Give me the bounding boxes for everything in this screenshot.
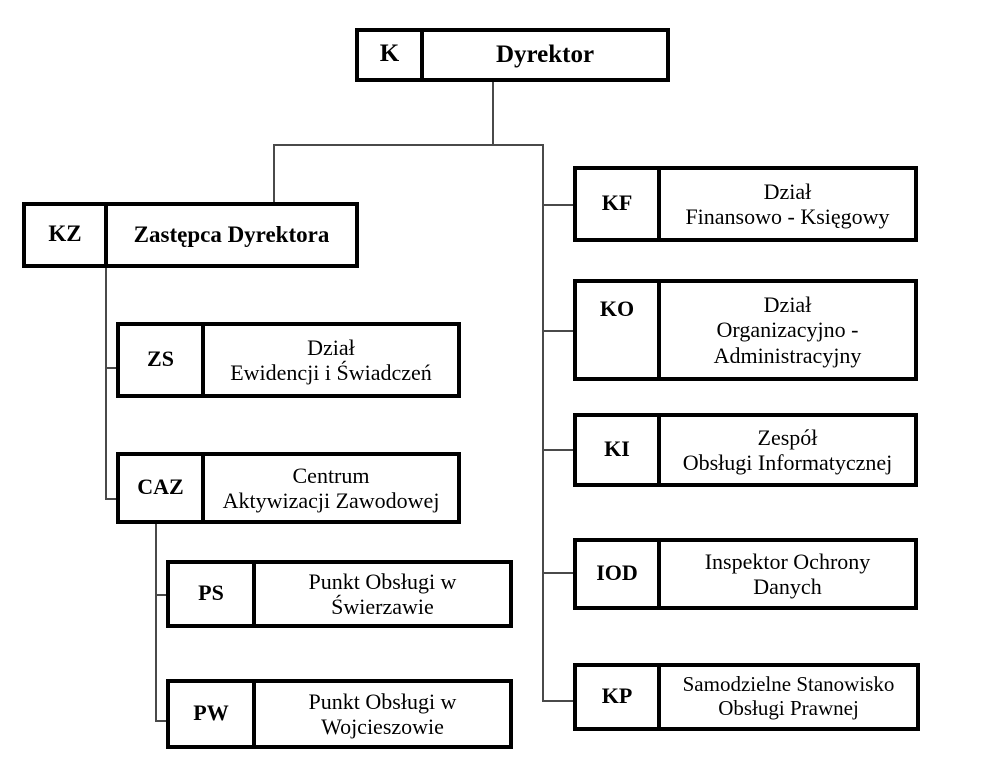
node-caz-code: CAZ (120, 456, 205, 520)
node-ko[interactable]: KO Dział Organizacyjno - Administracyjny (573, 279, 918, 381)
node-kp-code: KP (577, 667, 661, 727)
node-director-title-line1: Dyrektor (495, 40, 595, 68)
node-caz-title-line1: Centrum (292, 462, 370, 488)
connector-director-bus (273, 144, 544, 146)
node-caz[interactable]: CAZ Centrum Aktywizacji Zawodowej (116, 452, 461, 524)
node-deputy-title: Zastępca Dyrektora (108, 206, 355, 264)
connector-stub-caz (105, 498, 119, 500)
node-kf-code: KF (577, 170, 661, 238)
node-ps-code: PS (170, 564, 256, 624)
connector-deputy-spine (105, 268, 107, 500)
node-pw-code: PW (170, 683, 256, 745)
node-zs-code: ZS (120, 326, 205, 394)
connector-stub-ps (155, 594, 169, 596)
node-ps-title: Punkt Obsługi w Świerzawie (256, 564, 509, 624)
node-pw[interactable]: PW Punkt Obsługi w Wojcieszowie (166, 679, 513, 749)
node-kf-title: Dział Finansowo - Księgowy (661, 170, 914, 238)
node-iod[interactable]: IOD Inspektor Ochrony Danych (573, 538, 918, 610)
node-iod-code: IOD (577, 542, 661, 606)
node-caz-title-line2: Aktywizacji Zawodowej (222, 488, 440, 513)
node-iod-title: Inspektor Ochrony Danych (661, 542, 914, 606)
node-ps-title-line1: Punkt Obsługi w (308, 568, 457, 594)
node-ki-title-line2: Obsługi Informatycznej (682, 450, 893, 475)
connector-right-spine (542, 144, 544, 702)
node-caz-title: Centrum Aktywizacji Zawodowej (205, 456, 457, 520)
node-director-title: Dyrektor (424, 32, 666, 78)
node-ko-code: KO (577, 283, 661, 377)
node-kp[interactable]: KP Samodzielne Stanowisko Obsługi Prawne… (573, 663, 920, 731)
connector-stub-pw (155, 720, 169, 722)
node-iod-title-line1: Inspektor Ochrony (704, 548, 871, 574)
connector-stub-zs (105, 367, 119, 369)
node-deputy[interactable]: KZ Zastępca Dyrektora (22, 202, 359, 268)
node-kp-title-line2: Obsługi Prawnej (718, 696, 859, 720)
node-ki-title-line1: Zespół (757, 424, 818, 450)
connector-stub-kf (542, 204, 575, 206)
node-kp-title-line1: Samodzielne Stanowisko (682, 672, 895, 697)
node-ps-title-line2: Świerzawie (331, 594, 434, 619)
connector-stub-ko (542, 330, 575, 332)
node-zs-title-line1: Dział (307, 334, 355, 360)
node-ko-title-line2: Organizacyjno - (716, 317, 859, 343)
node-kf-title-line2: Finansowo - Księgowy (685, 204, 890, 229)
node-ko-title: Dział Organizacyjno - Administracyjny (661, 283, 914, 377)
connector-stub-kp (542, 700, 575, 702)
connector-deputy-drop (273, 144, 275, 204)
node-zs[interactable]: ZS Dział Ewidencji i Świadczeń (116, 322, 461, 398)
connector-stub-ki (542, 449, 575, 451)
node-iod-title-line2: Danych (753, 574, 822, 599)
node-ko-title-line3: Administracyjny (713, 342, 862, 368)
node-director-code: K (359, 32, 424, 78)
node-ki[interactable]: KI Zespół Obsługi Informatycznej (573, 413, 918, 487)
connector-director-stem (492, 82, 494, 145)
node-deputy-title-line1: Zastępca Dyrektora (133, 221, 330, 247)
node-deputy-code: KZ (26, 206, 108, 264)
node-zs-title: Dział Ewidencji i Świadczeń (205, 326, 457, 394)
node-kp-title: Samodzielne Stanowisko Obsługi Prawnej (661, 667, 916, 727)
node-director[interactable]: K Dyrektor (355, 28, 670, 82)
node-ki-code: KI (577, 417, 661, 483)
node-kf[interactable]: KF Dział Finansowo - Księgowy (573, 166, 918, 242)
connector-caz-spine (155, 524, 157, 722)
node-pw-title: Punkt Obsługi w Wojcieszowie (256, 683, 509, 745)
connector-stub-iod (542, 572, 575, 574)
node-zs-title-line2: Ewidencji i Świadczeń (230, 360, 432, 385)
node-ps[interactable]: PS Punkt Obsługi w Świerzawie (166, 560, 513, 628)
node-kf-title-line1: Dział (763, 178, 812, 204)
node-pw-title-line2: Wojcieszowie (321, 714, 444, 739)
node-pw-title-line1: Punkt Obsługi w (308, 688, 457, 714)
node-ko-title-line1: Dział (763, 292, 812, 318)
node-ki-title: Zespół Obsługi Informatycznej (661, 417, 914, 483)
